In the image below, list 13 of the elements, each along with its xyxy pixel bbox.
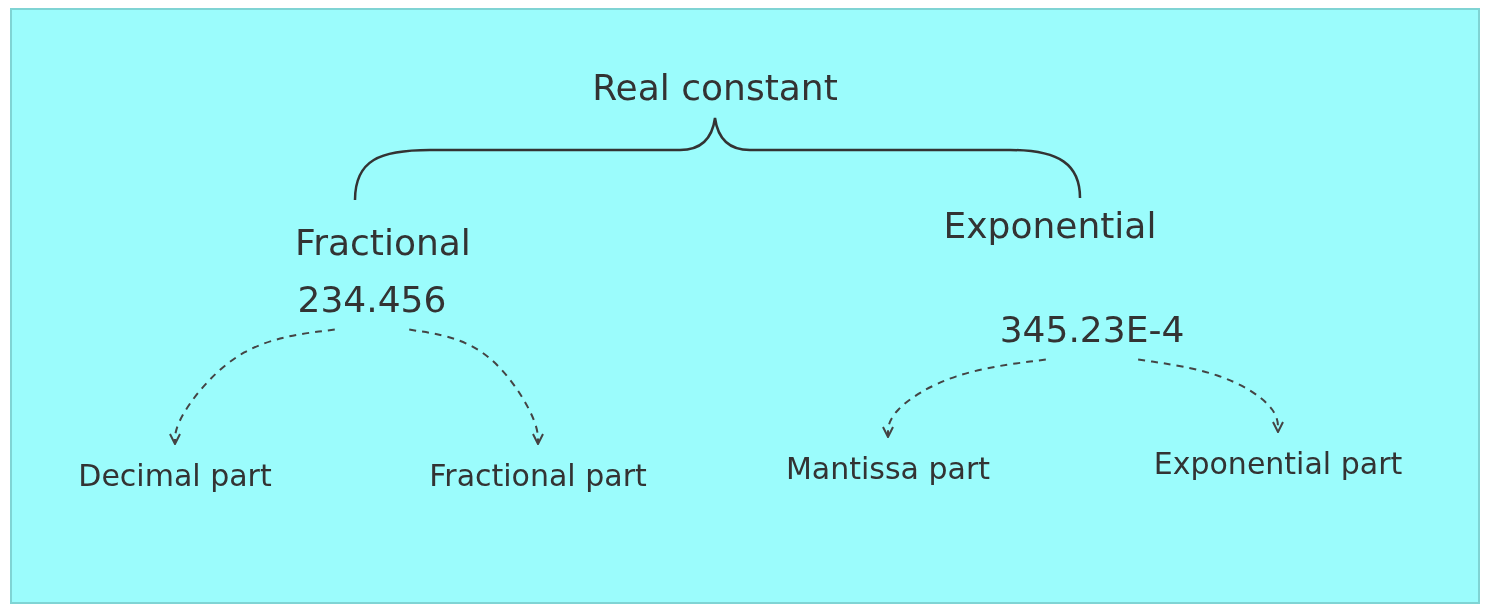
heading-text: Fractional (295, 221, 471, 265)
node-text: Exponential part (1153, 446, 1403, 482)
heading-text: Exponential (943, 204, 1157, 248)
dashed-arrow (1137, 358, 1284, 433)
node-text: 345.23E-4 (999, 308, 1185, 352)
dashed-arrow (408, 328, 544, 445)
node-text: Mantissa part (785, 451, 991, 487)
dashed-arrow (882, 358, 1047, 438)
node-text: 234.456 (297, 278, 447, 322)
dashed-arrow (169, 328, 336, 445)
node-text: Fractional part (429, 458, 647, 494)
node-text: Decimal part (78, 458, 272, 494)
heading-text: Real constant (592, 66, 838, 110)
